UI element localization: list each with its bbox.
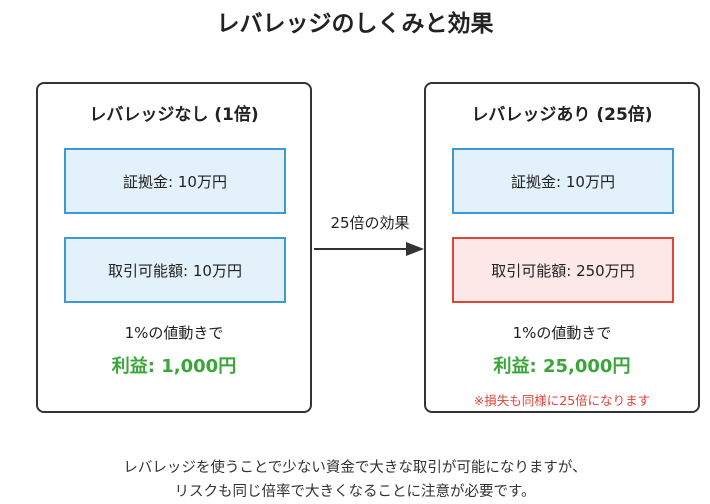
profit-label: 利益: 25,000円 <box>493 356 631 377</box>
footer-text: レバレッジを使うことで少ない資金で大きな取引が可能になりますが、 リスクも同じ倍… <box>0 456 710 504</box>
tradable-amount-box: 取引可能額: 10万円 <box>64 237 286 303</box>
arrow-label: 25倍の効果 <box>330 214 410 232</box>
margin-label: 証拠金: 10万円 <box>511 172 615 191</box>
diagram-title: レバレッジのしくみと効果 <box>216 11 494 37</box>
tradable-amount-label: 取引可能額: 250万円 <box>491 261 635 280</box>
panel-with-leverage: レバレッジあり (25倍) 証拠金: 10万円 取引可能額: 250万円 1%の… <box>424 82 700 413</box>
right-arrow-icon <box>314 242 424 256</box>
panel-heading: レバレッジなし (1倍) <box>89 105 259 125</box>
tradable-amount-box: 取引可能額: 250万円 <box>452 237 674 303</box>
panel-no-leverage: レバレッジなし (1倍) 証拠金: 10万円 取引可能額: 10万円 1%の値動… <box>36 82 312 413</box>
tradable-amount-label: 取引可能額: 10万円 <box>108 261 242 280</box>
loss-warning-note: ※損失も同様に25倍になります <box>473 393 651 408</box>
panel-heading: レバレッジあり (25倍) <box>471 105 653 125</box>
profit-label: 利益: 1,000円 <box>111 356 237 377</box>
footer-line-2: リスクも同じ倍率で大きくなることに注意が必要です。 <box>174 484 536 500</box>
arrow-head <box>406 242 424 256</box>
price-move-label: 1%の値動きで <box>512 324 612 342</box>
margin-box: 証拠金: 10万円 <box>452 148 674 214</box>
margin-box: 証拠金: 10万円 <box>64 148 286 214</box>
price-move-label: 1%の値動きで <box>124 324 224 342</box>
footer-line-1: レバレッジを使うことで少ない資金で大きな取引が可能になりますが、 <box>123 460 587 476</box>
margin-label: 証拠金: 10万円 <box>123 172 227 191</box>
